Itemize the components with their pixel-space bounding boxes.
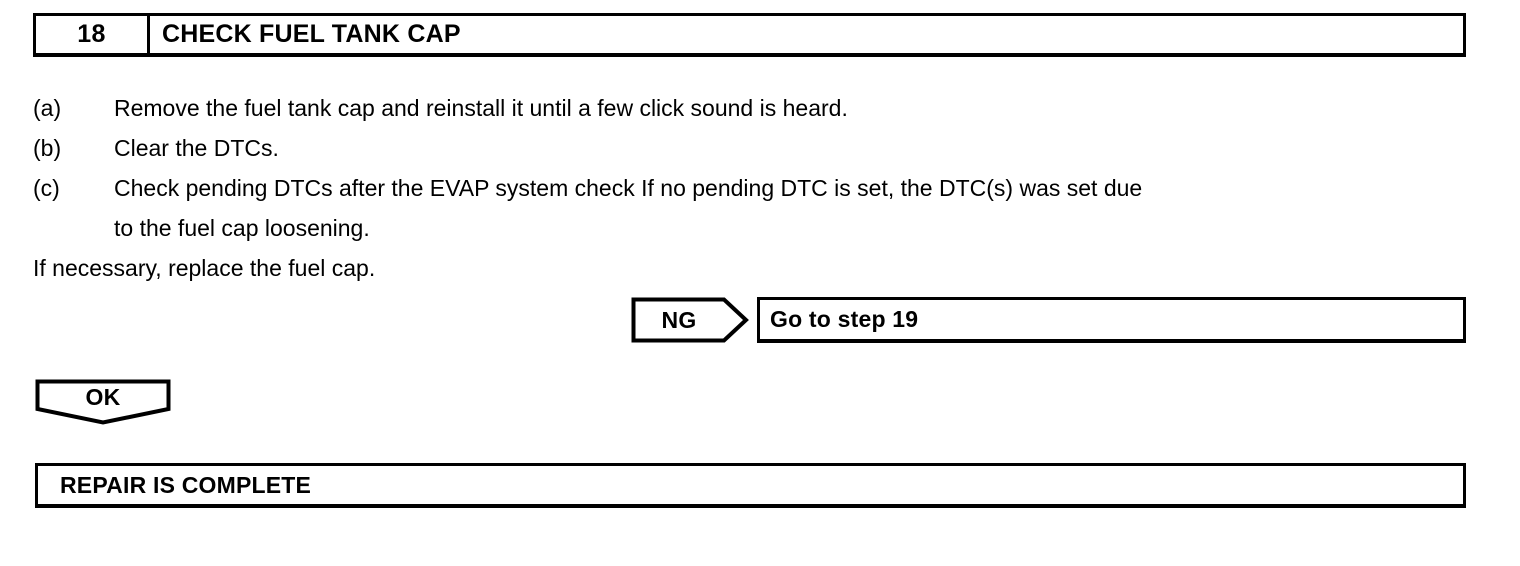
outcome-box: REPAIR IS COMPLETE (35, 463, 1466, 508)
step-header-bar: 18 CHECK FUEL TANK CAP (33, 13, 1466, 57)
step-number: 18 (77, 20, 106, 48)
ng-label: NG (661, 306, 697, 333)
procedure-item: (c) Check pending DTCs after the EVAP sy… (33, 168, 1473, 208)
ng-result-label: Go to step 19 (770, 306, 919, 332)
ok-arrow-down-icon: OK (35, 379, 171, 425)
procedure-item-text: Clear the DTCs. (114, 135, 279, 161)
step-number-cell: 18 (36, 16, 150, 53)
procedure-item-text: Remove the fuel tank cap and reinstall i… (114, 95, 848, 121)
procedure-note: If necessary, replace the fuel cap. (33, 255, 376, 281)
ok-label: OK (85, 383, 121, 410)
procedure-list: (a) Remove the fuel tank cap and reinsta… (33, 88, 1473, 288)
procedure-item-label: (c) (33, 175, 60, 201)
step-title-cell: CHECK FUEL TANK CAP (150, 16, 1463, 53)
ng-branch-row: NG Go to step 19 (631, 297, 1466, 343)
procedure-item: (b) Clear the DTCs. (33, 128, 1473, 168)
outcome-label: REPAIR IS COMPLETE (60, 471, 312, 498)
procedure-item-label: (b) (33, 135, 62, 161)
step-title: CHECK FUEL TANK CAP (162, 20, 461, 48)
procedure-item-text: Check pending DTCs after the EVAP system… (114, 175, 1143, 201)
procedure-item-continuation: to the fuel cap loosening. (33, 208, 1473, 248)
procedure-item: (a) Remove the fuel tank cap and reinsta… (33, 88, 1473, 128)
procedure-item-continuation-text: to the fuel cap loosening. (114, 215, 370, 241)
ng-arrow-right-icon: NG (631, 297, 749, 343)
ng-result-box[interactable]: Go to step 19 (757, 297, 1466, 343)
procedure-item-label: (a) (33, 95, 62, 121)
